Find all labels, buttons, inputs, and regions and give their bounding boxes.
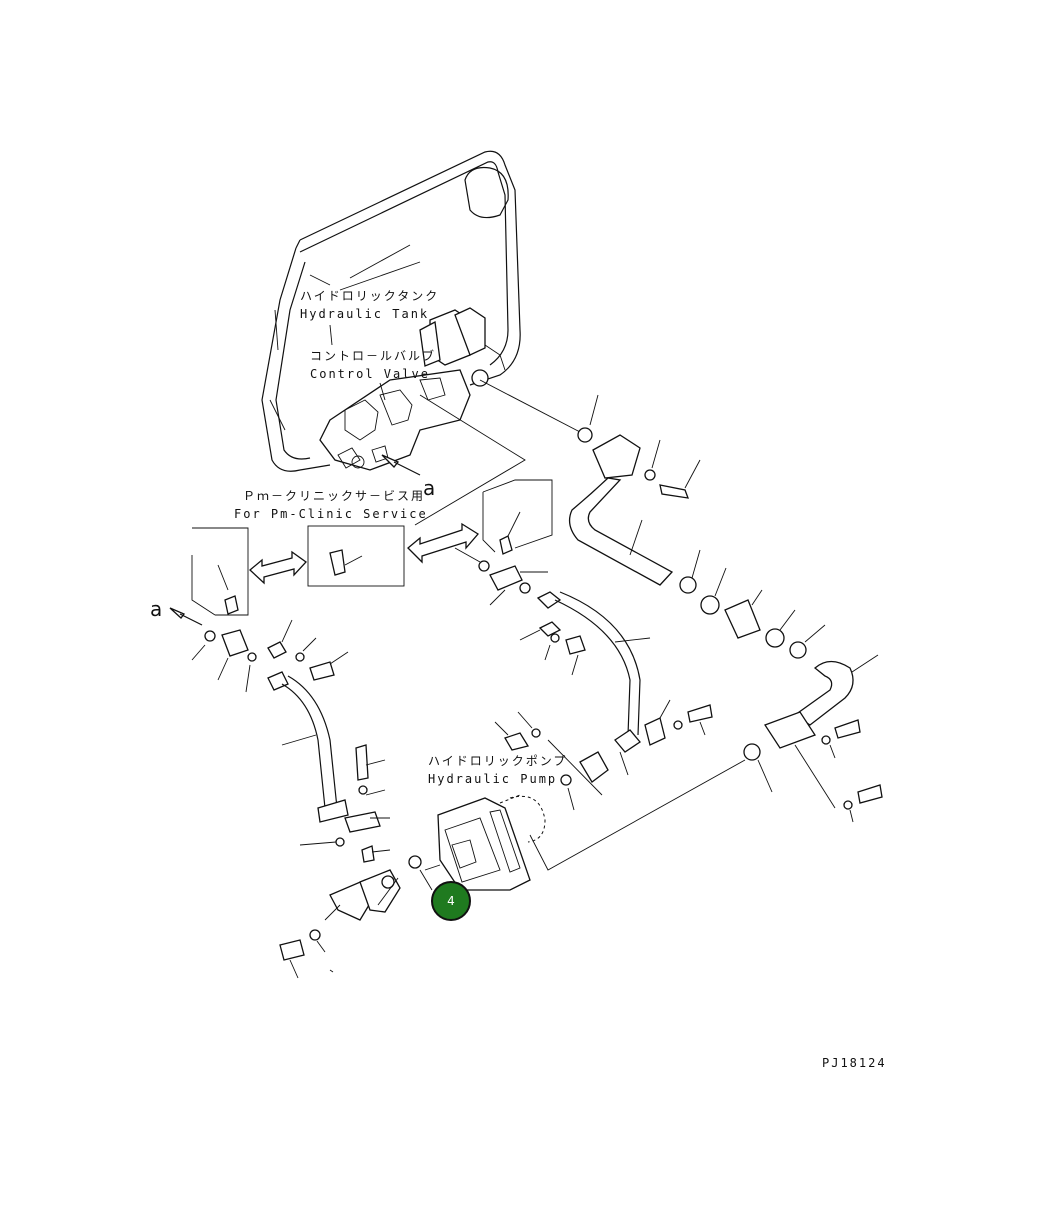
hydraulic-pump xyxy=(424,794,546,891)
detail-box-left xyxy=(191,527,249,616)
pm-clinic-label-jp: Ｐｍ－クリニックサ－ビス用 xyxy=(243,489,425,503)
control-valve-label-jp: コントロ－ルバルブ xyxy=(310,348,436,363)
view-reference-a-left: a xyxy=(150,597,162,621)
part-callout-4[interactable]: 4 xyxy=(431,881,471,921)
callout-circle xyxy=(431,881,471,921)
hydraulic-tank xyxy=(261,150,521,472)
control-valve xyxy=(319,369,471,471)
hydraulic-pump-label-en: Hydraulic Pump xyxy=(428,772,557,786)
pm-clinic-label-en: For Pm-Clinic Service xyxy=(234,507,428,521)
callout-number: 4 xyxy=(447,894,455,908)
view-reference-a-valve: a xyxy=(423,476,435,500)
hydraulic-pump-label-jp: ハイドロリックポンプ xyxy=(428,754,567,768)
drawing-number: PJ18124 xyxy=(822,1056,887,1070)
hydraulic-tank-label-jp: ハイドロリックタンク xyxy=(300,289,439,303)
control-valve-label-en: Control Valve xyxy=(310,367,430,381)
hydraulic-tank-label-en: Hydraulic Tank xyxy=(300,307,429,321)
